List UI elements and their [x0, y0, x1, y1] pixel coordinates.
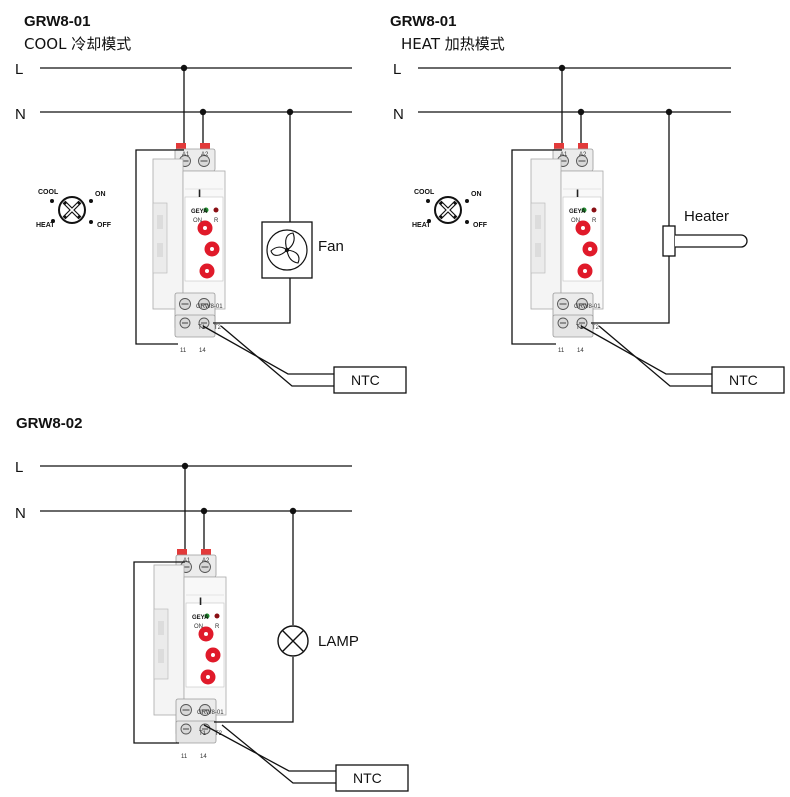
load-label: LAMP — [318, 633, 359, 650]
terminal-label-t1: T1 — [576, 325, 584, 331]
wire — [135, 149, 184, 345]
terminal-label-t1: T1 — [198, 325, 206, 331]
line-n-label: N — [393, 106, 404, 123]
terminal-label-t2: T2 — [215, 731, 223, 737]
terminal-label-t2: T2 — [214, 325, 222, 331]
terminal-label-14: 14 — [200, 754, 207, 760]
ntc-label: NTC — [353, 770, 382, 786]
terminal-label-a2: A2 — [202, 558, 210, 564]
ntc-sensor-box — [335, 764, 409, 792]
lamp-icon — [277, 625, 309, 657]
led-on-label: ON — [571, 218, 580, 224]
wire — [214, 657, 294, 723]
terminal-label-a2: A2 — [579, 152, 587, 158]
power-mark: I — [199, 596, 202, 608]
switch-label-off: OFF — [473, 222, 488, 229]
sensor-wire — [202, 325, 334, 375]
sensor-wire — [220, 325, 334, 387]
led-r-label: R — [214, 218, 219, 224]
mode-switch-icon — [426, 196, 469, 224]
load-label: Fan — [318, 238, 344, 255]
switch-label-heat: HEAT — [36, 222, 55, 229]
diagram-mode-label: HEAT 加热模式 — [401, 35, 505, 53]
line-n-label: N — [15, 505, 26, 522]
switch-label-cool: COOL — [414, 189, 435, 196]
terminal-label-t2: T2 — [592, 325, 600, 331]
diagram-cool: GRW8-01 COOL 冷却模式 L N I A1 A2 GEYA ON R … — [15, 13, 407, 394]
sensor-wire — [203, 724, 336, 772]
switch-label-on: ON — [471, 191, 482, 198]
device-model-text: GRW8-01 — [197, 710, 224, 716]
ntc-sensor-box — [711, 366, 785, 394]
brand-logo: GEYA — [192, 615, 209, 621]
diagram-lamp: GRW8-02 L N I A1 A2 GEYA ON R GRW8-01 T1… — [15, 415, 409, 792]
switch-label-off: OFF — [97, 222, 112, 229]
sensor-wire — [580, 325, 712, 375]
fan-icon — [261, 221, 313, 279]
diagram-mode-label: COOL 冷却模式 — [24, 35, 131, 53]
power-mark: I — [198, 188, 201, 200]
sensor-wire — [598, 325, 712, 387]
terminal-label-11: 11 — [181, 754, 188, 760]
wire — [511, 149, 562, 345]
terminal-label-11: 11 — [558, 348, 565, 354]
diagram-model-title: GRW8-01 — [24, 13, 90, 30]
power-mark: I — [576, 188, 579, 200]
diagram-model-title: GRW8-01 — [390, 13, 456, 30]
line-l-label: L — [15, 459, 23, 476]
led-on-label: ON — [194, 624, 203, 630]
wire — [133, 561, 185, 744]
wire — [213, 278, 291, 324]
ntc-label: NTC — [351, 372, 380, 388]
terminal-label-a1: A1 — [182, 152, 190, 158]
led-on-label: ON — [193, 218, 202, 224]
load-label: Heater — [684, 208, 729, 225]
line-n-label: N — [15, 106, 26, 123]
ntc-label: NTC — [729, 372, 758, 388]
device-model-text: GRW8-01 — [574, 304, 601, 310]
wire — [591, 256, 670, 324]
terminal-label-11: 11 — [180, 348, 187, 354]
switch-label-heat: HEAT — [412, 222, 431, 229]
terminal-label-a2: A2 — [201, 152, 209, 158]
line-l-label: L — [15, 61, 23, 78]
diagram-model-title: GRW8-02 — [16, 415, 82, 432]
line-l-label: L — [393, 61, 401, 78]
terminal-label-a1: A1 — [560, 152, 568, 158]
led-r-label: R — [215, 624, 220, 630]
terminal-label-t1: T1 — [199, 731, 207, 737]
device-model-text: GRW8-01 — [196, 304, 223, 310]
terminal-label-14: 14 — [199, 348, 206, 354]
diagram-heat: GRW8-01 HEAT 加热模式 L N I A1 A2 GEYA ON R … — [390, 13, 785, 394]
heater-icon — [662, 225, 748, 257]
brand-logo: GEYA — [191, 209, 208, 215]
ntc-sensor-box — [333, 366, 407, 394]
terminal-label-a1: A1 — [183, 558, 191, 564]
sensor-wire — [221, 724, 336, 784]
brand-logo: GEYA — [569, 209, 586, 215]
switch-label-on: ON — [95, 191, 106, 198]
terminal-label-14: 14 — [577, 348, 584, 354]
mode-switch-icon — [50, 196, 93, 224]
switch-label-cool: COOL — [38, 189, 59, 196]
led-r-label: R — [592, 218, 597, 224]
